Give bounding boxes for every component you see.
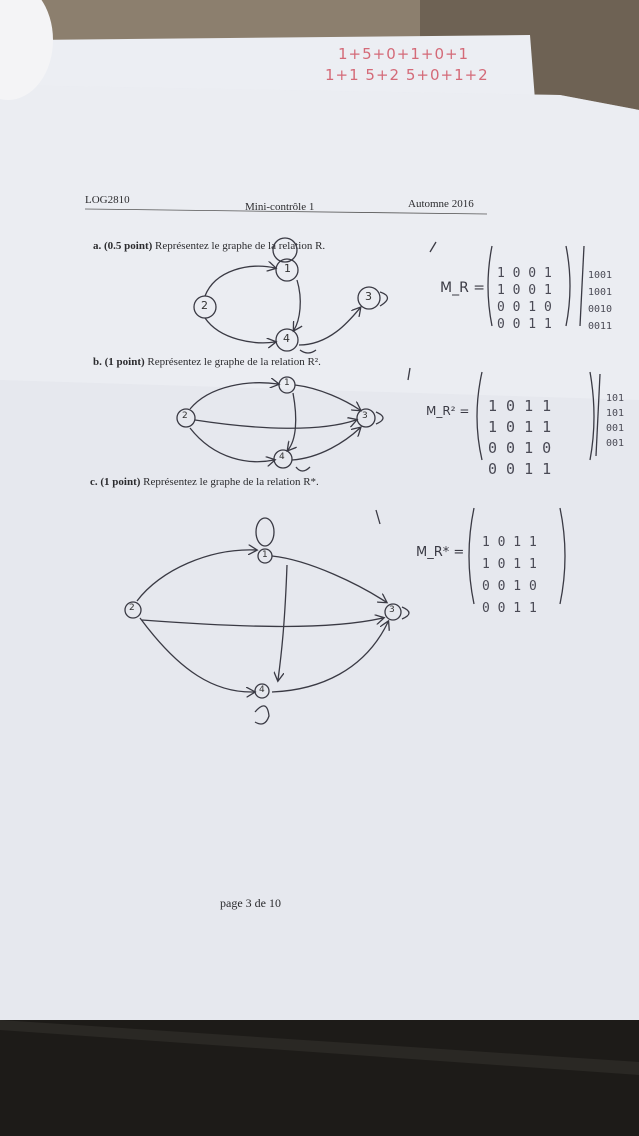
graph-c-label-2: 2: [129, 603, 135, 613]
matrix-b-side-row-4: 001: [606, 438, 625, 449]
question-c-text: Représentez le graphe de la relation R*.: [143, 476, 319, 488]
course-code: LOG2810: [85, 194, 130, 206]
matrix-c-row-4: 0 0 1 1: [482, 601, 537, 616]
question-a-label: a. (0.5 point): [93, 240, 153, 252]
matrix-a-row-2: 1 0 0 1: [497, 283, 552, 298]
matrix-a-side-row-4: 0011: [588, 321, 613, 332]
graph-b-label-3: 3: [362, 411, 368, 421]
matrix-a-row-4: 0 0 1 1: [497, 317, 552, 332]
question-c-label: c. (1 point): [90, 476, 141, 488]
graph-b-label-1: 1: [284, 378, 290, 388]
graph-b-label-2: 2: [182, 411, 188, 421]
question-c: c. (1 point) Représentez le graphe de la…: [90, 476, 319, 488]
graph-a-label-2: 2: [201, 299, 208, 312]
matrix-c: 1 0 1 1 1 0 1 1 0 0 1 0 0 0 1 1: [482, 510, 537, 642]
matrix-b: 1 0 1 1 1 0 1 1 0 0 1 0 0 0 1 1: [488, 375, 551, 501]
red-score-note-2: 1+1 5+2 5+0+1+2: [325, 66, 489, 84]
matrix-c-label: M_R* =: [416, 545, 465, 560]
matrix-b-side-row-1: 101: [606, 393, 625, 404]
matrix-c-row-1: 1 0 1 1: [482, 535, 537, 550]
semester: Automne 2016: [408, 198, 474, 210]
exam-title: Mini-contrôle 1: [245, 201, 315, 213]
matrix-b-row-4: 0 0 1 1: [488, 460, 552, 478]
graph-c-label-4: 4: [259, 685, 265, 695]
matrix-c-row-2: 1 0 1 1: [482, 557, 537, 572]
matrix-b-side-row-2: 101: [606, 408, 625, 419]
graph-a-label-4: 4: [283, 332, 290, 345]
graph-c-label-3: 3: [389, 605, 395, 615]
matrix-b-side-row-3: 001: [606, 423, 625, 434]
matrix-a-row-1: 1 0 0 1: [497, 266, 552, 281]
page-number: page 3 de 10: [220, 896, 281, 910]
question-b-label: b. (1 point): [93, 356, 145, 368]
matrix-b-label: M_R² =: [426, 404, 470, 418]
matrix-a: 1 0 0 1 1 0 0 1 0 0 1 0 0 0 1 1: [497, 248, 552, 350]
graph-b-label-4: 4: [279, 452, 285, 462]
matrix-a-side: 1001 1001 0010 0011: [588, 250, 612, 352]
graph-a-label-1: 1: [284, 262, 291, 275]
graph-c-label-1: 1: [262, 550, 268, 560]
matrix-b-row-2: 1 0 1 1: [488, 418, 552, 436]
matrix-c-row-3: 0 0 1 0: [482, 579, 537, 594]
matrix-a-row-3: 0 0 1 0: [497, 300, 552, 315]
question-a: a. (0.5 point) Représentez le graphe de …: [93, 240, 325, 252]
matrix-a-side-row-1: 1001: [588, 270, 613, 281]
matrix-b-side: 101 101 001 001: [606, 376, 624, 466]
red-score-note-1: 1+5+0+1+0+1: [338, 45, 470, 63]
matrix-a-side-row-2: 1001: [588, 287, 613, 298]
matrix-b-row-3: 0 0 1 0: [488, 439, 552, 457]
matrix-b-row-1: 1 0 1 1: [488, 397, 552, 415]
matrix-a-side-row-3: 0010: [588, 304, 613, 315]
question-b: b. (1 point) Représentez le graphe de la…: [93, 356, 321, 368]
matrix-a-label: M_R =: [440, 280, 485, 296]
question-a-text: Représentez le graphe de la relation R.: [155, 240, 326, 252]
graph-a-label-3: 3: [365, 290, 372, 303]
question-b-text: Représentez le graphe de la relation R².: [147, 356, 321, 368]
